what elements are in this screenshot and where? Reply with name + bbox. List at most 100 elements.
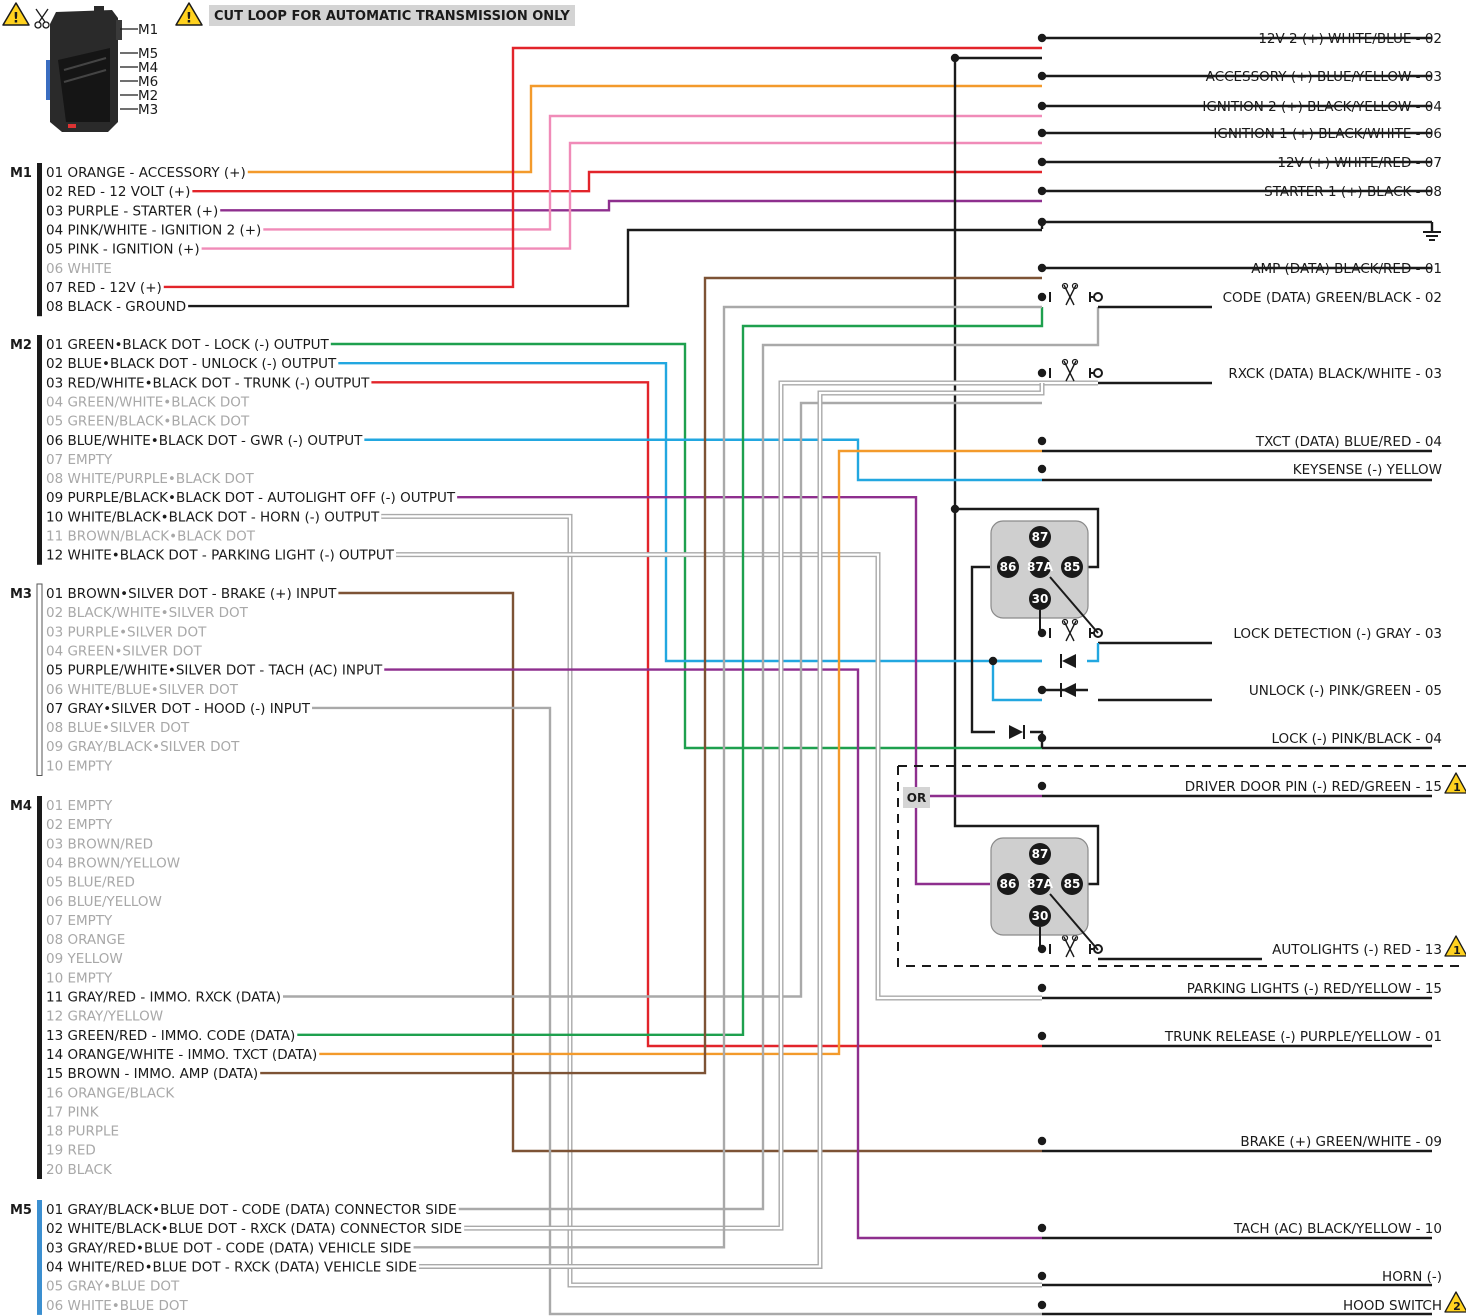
junction-dot: [1037, 1031, 1047, 1041]
relay-pin-label: 87: [1032, 530, 1049, 544]
pin-label: 01 GRAY/BLACK•BLUE DOT - CODE (DATA) CON…: [46, 1202, 457, 1218]
relay-pin: [997, 556, 1019, 578]
wire: [220, 199, 1042, 212]
connector-bar: [36, 583, 43, 776]
junction-dot: [1037, 71, 1047, 81]
pin-label: 03 GRAY/RED•BLUE DOT - CODE (DATA) VEHIC…: [46, 1240, 412, 1256]
connector-label: M5: [10, 1203, 32, 1218]
junction-dot: [1037, 101, 1047, 111]
vehicle-wire-label: 12V 2 (+) WHITE/BLUE - 02: [1258, 31, 1442, 47]
pin-label: 02 WHITE/BLACK•BLUE DOT - RXCK (DATA) CO…: [46, 1221, 462, 1237]
pin-label: 20 BLACK: [46, 1162, 113, 1178]
junction-dot: [1037, 292, 1047, 302]
relay-pin-label: 30: [1032, 592, 1049, 606]
junction-dot: [1037, 464, 1047, 474]
pin-label: 02 EMPTY: [46, 817, 113, 833]
junction-dot: [1037, 33, 1047, 43]
warning-icon: 1: [1444, 935, 1466, 957]
pin-label: 03 PURPLE - STARTER (+): [46, 203, 218, 219]
relay-pin-label: 87A: [1027, 560, 1054, 574]
vehicle-wire-label: ACCESSORY (+) BLUE/YELLOW - 03: [1206, 69, 1442, 85]
relay-pin-label: 30: [1032, 909, 1049, 923]
wire: [319, 449, 1042, 1056]
junction-dot: [1037, 157, 1047, 167]
vehicle-wire-label: HORN (-): [1382, 1269, 1442, 1285]
module-port-label: M2: [138, 88, 158, 104]
vehicle-wire-label: DRIVER DOOR PIN (-) RED/GREEN - 15: [1185, 779, 1442, 795]
relay-pin: [1029, 526, 1051, 548]
vehicle-wire-label: AMP (DATA) BLACK/RED - 01: [1251, 261, 1442, 277]
junction-dot: [1037, 781, 1047, 791]
pin-label: 02 RED - 12 VOLT (+): [46, 184, 190, 200]
header-note: CUT LOOP FOR AUTOMATIC TRANSMISSION ONLY: [214, 9, 570, 24]
pin-label: 11 GRAY/RED - IMMO. RXCK (DATA): [46, 990, 281, 1006]
relay-pin: [1029, 556, 1051, 578]
header-note-box: [209, 5, 575, 26]
svg-text:!: !: [186, 11, 192, 27]
ground-icon: [1423, 231, 1441, 241]
pin-label: 06 WHITE: [46, 261, 112, 277]
module-port-label: M3: [138, 102, 158, 118]
pin-label: 01 EMPTY: [46, 798, 113, 814]
svg-text:!: !: [13, 11, 19, 27]
or-label: OR: [907, 791, 926, 805]
warning-icon: 1: [1444, 772, 1466, 794]
vehicle-wire-label: TRUNK RELEASE (-) PURPLE/YELLOW - 01: [1164, 1029, 1442, 1045]
wire: [953, 56, 1100, 886]
pin-label: 05 PINK - IGNITION (+): [46, 242, 200, 258]
pin-label: 05 BLUE/RED: [46, 875, 135, 891]
vehicle-wire-label: IGNITION 1 (+) BLACK/WHITE - 06: [1213, 126, 1442, 142]
wire: [1030, 730, 1044, 748]
wire: [413, 305, 1042, 1249]
pin-label: 08 BLUE•SILVER DOT: [46, 720, 190, 736]
relay-pin: [1029, 873, 1051, 895]
wire: [396, 552, 1042, 1001]
warning-icon: !: [2, 2, 30, 27]
junction-dot: [1037, 217, 1047, 227]
wire: [192, 170, 1042, 193]
relay-pin: [997, 873, 1019, 895]
vehicle-wire-label: RXCK (DATA) BLACK/WHITE - 03: [1228, 366, 1442, 382]
junction-dot: [1037, 436, 1047, 446]
relay-pin: [1029, 905, 1051, 927]
connector-label: M4: [10, 799, 32, 814]
wire: [364, 438, 1042, 482]
vehicle-wire-label: AUTOLIGHTS (-) RED - 13: [1272, 942, 1442, 958]
pin-label: 04 GREEN•SILVER DOT: [46, 643, 202, 659]
connector-label: M2: [10, 338, 32, 353]
diode-icon: [1060, 654, 1076, 668]
wire: [338, 591, 1042, 1153]
relay-pin-label: 85: [1064, 877, 1081, 891]
wire: [381, 513, 1042, 1288]
junction-dot: [988, 656, 998, 666]
relay-pin-label: 87: [1032, 847, 1049, 861]
connector-bar: [37, 163, 42, 317]
wire: [991, 661, 1042, 702]
vehicle-wire-label: PARKING LIGHTS (-) RED/YELLOW - 15: [1187, 981, 1442, 997]
pin-label: 04 WHITE/RED•BLUE DOT - RXCK (DATA) VEHI…: [46, 1259, 417, 1275]
wire: [201, 141, 1042, 250]
wire: [263, 114, 1042, 231]
pin-label: 06 BLUE/YELLOW: [46, 894, 162, 910]
pin-label: 01 BROWN•SILVER DOT - BRAKE (+) INPUT: [46, 586, 337, 602]
junction-dot: [1037, 186, 1047, 196]
header: ! ! CUT LOOP FOR AUTOMATIC TRANSMISSION …: [2, 2, 575, 29]
junction-dot: [1037, 1223, 1047, 1233]
cut-loop-icon: [1049, 358, 1103, 382]
wire: [297, 307, 1044, 1036]
pin-label: 13 GREEN/RED - IMMO. CODE (DATA): [46, 1028, 295, 1044]
pin-label: 08 ORANGE: [46, 932, 125, 948]
pin-label: 10 EMPTY: [46, 970, 113, 986]
connector-bar: [37, 796, 42, 1179]
junction-dot: [1037, 368, 1047, 378]
connector-bar: [37, 1200, 42, 1315]
wire: [312, 706, 1042, 1316]
cut-loop-icon: [1049, 282, 1103, 306]
junction-dot: [950, 53, 960, 63]
junction-dot: [950, 504, 960, 514]
